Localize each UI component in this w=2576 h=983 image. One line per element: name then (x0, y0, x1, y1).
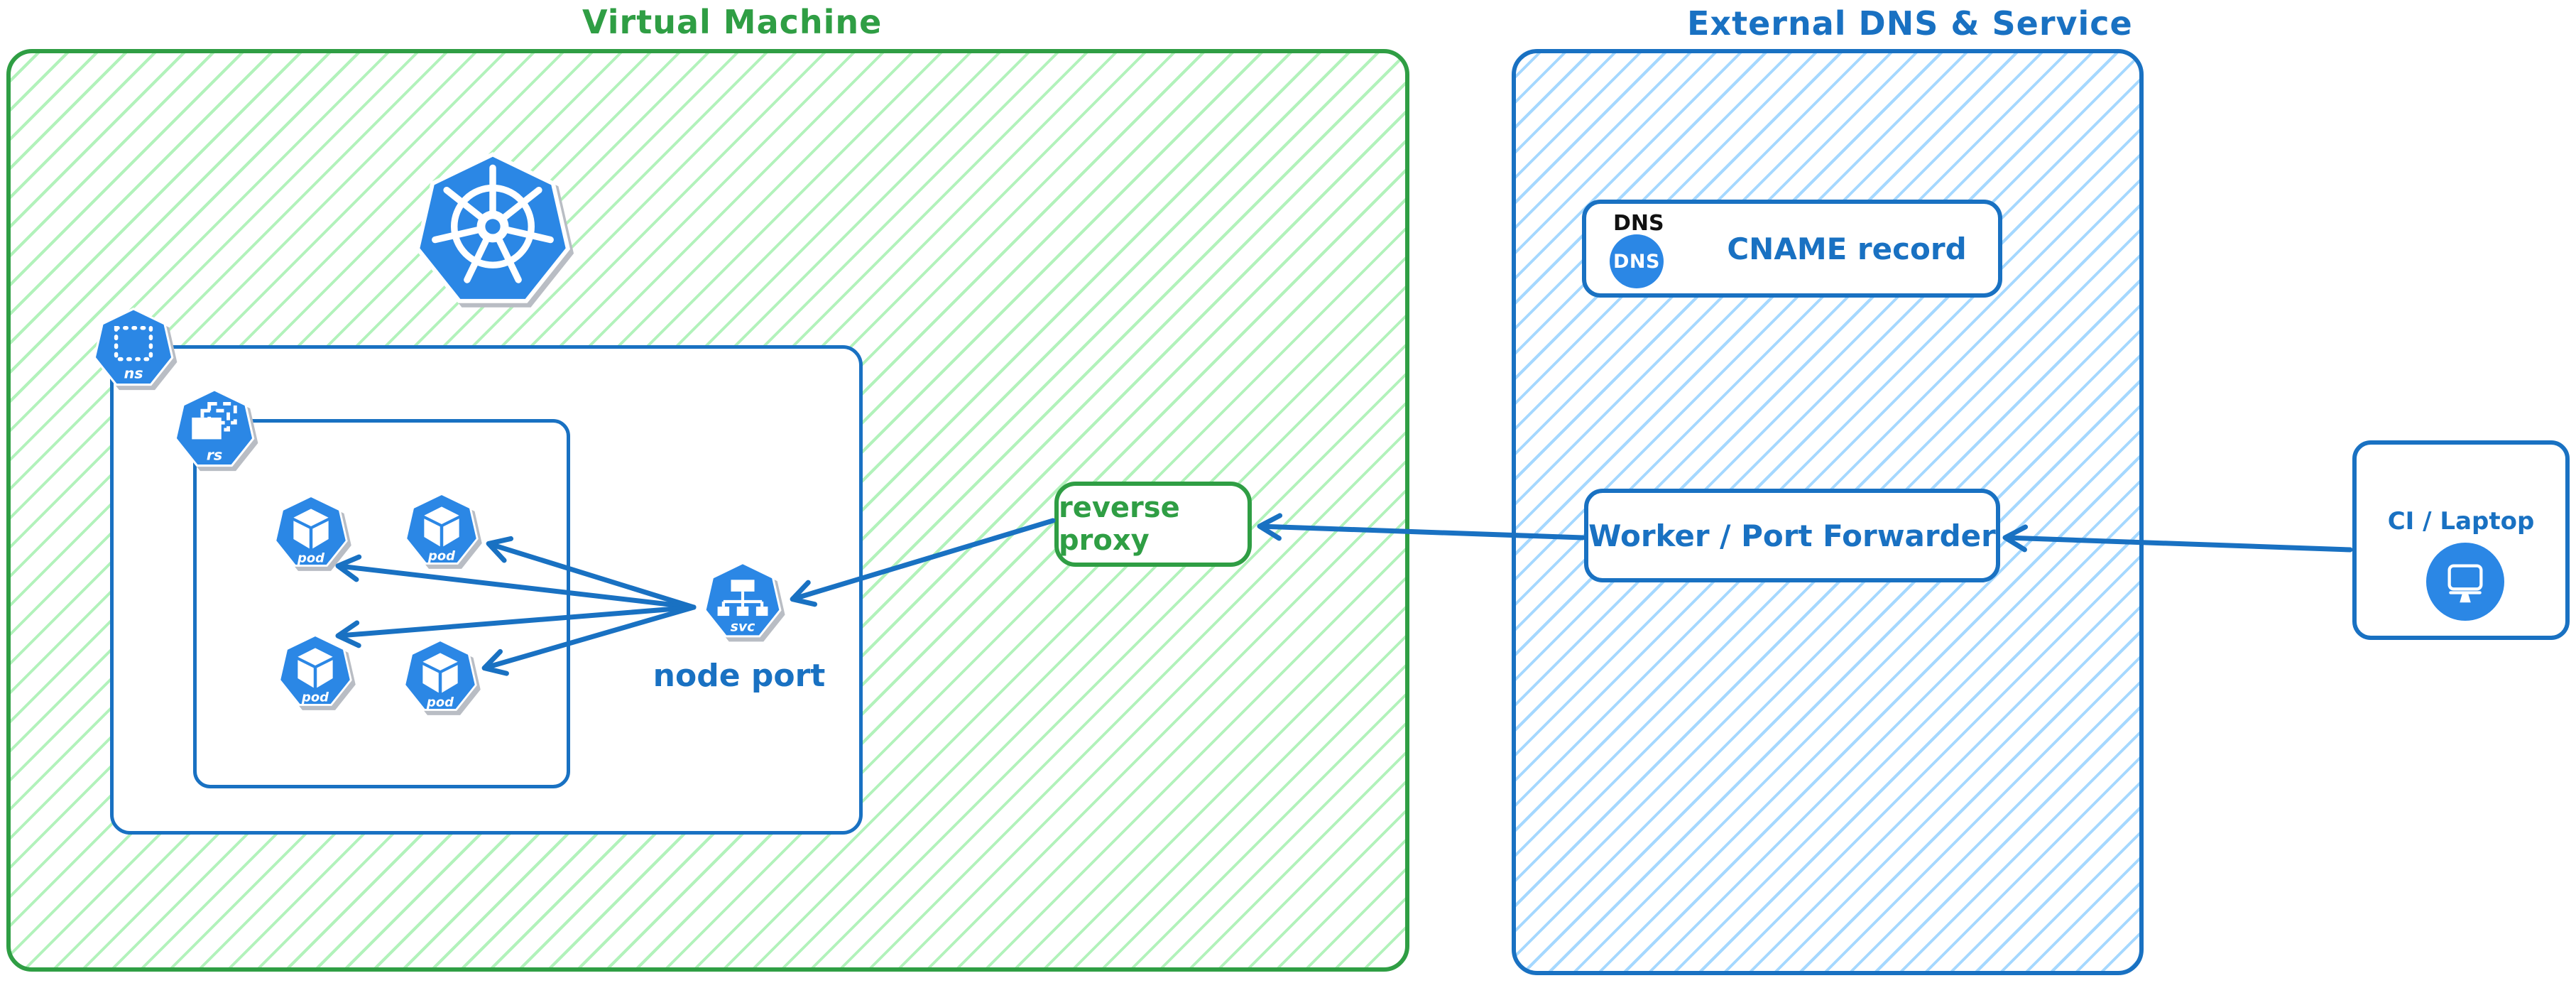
ci-laptop-label: CI / Laptop (2387, 507, 2535, 536)
replicaset-icon-label: rs (207, 447, 223, 464)
dns-record-box: DNS DNS CNAME record (1582, 200, 2002, 298)
pod-icon-4: pod (400, 637, 480, 717)
pod-icon-label: pod (297, 550, 324, 565)
external-dns-title: External DNS & Service (1687, 4, 2133, 43)
pod-icon-label: pod (301, 690, 329, 705)
node-port-label: node port (653, 658, 826, 694)
reverse-proxy-label: reverse proxy (1059, 492, 1180, 557)
namespace-icon: ns (90, 305, 177, 392)
worker-label: Worker / Port Forwarder (1588, 518, 1996, 553)
replicaset-box (193, 419, 570, 788)
pod-icon-3: pod (275, 632, 355, 712)
kubernetes-logo-icon (409, 148, 577, 315)
pod-icon-label: pod (427, 548, 455, 563)
reverse-proxy-box: reverse proxy (1054, 482, 1252, 567)
vm-title: Virtual Machine (582, 3, 883, 41)
worker-port-forwarder-box: Worker / Port Forwarder (1584, 489, 2000, 582)
pod-icon-2: pod (402, 491, 481, 570)
service-icon-label: svc (731, 619, 755, 634)
pod-icon-label: pod (426, 695, 454, 710)
service-icon: svc (701, 560, 785, 643)
dns-icon: DNS (1610, 234, 1664, 288)
ci-laptop-box: CI / Laptop (2352, 440, 2570, 640)
dns-icon-label: DNS (1613, 250, 1660, 273)
cname-record-label: CNAME record (1727, 231, 1967, 266)
replicaset-icon: rs (171, 386, 258, 473)
pod-icon-1: pod (271, 493, 351, 572)
monitor-icon (2426, 543, 2504, 621)
dns-tag-label: DNS (1613, 211, 1664, 236)
namespace-icon-label: ns (124, 364, 143, 381)
